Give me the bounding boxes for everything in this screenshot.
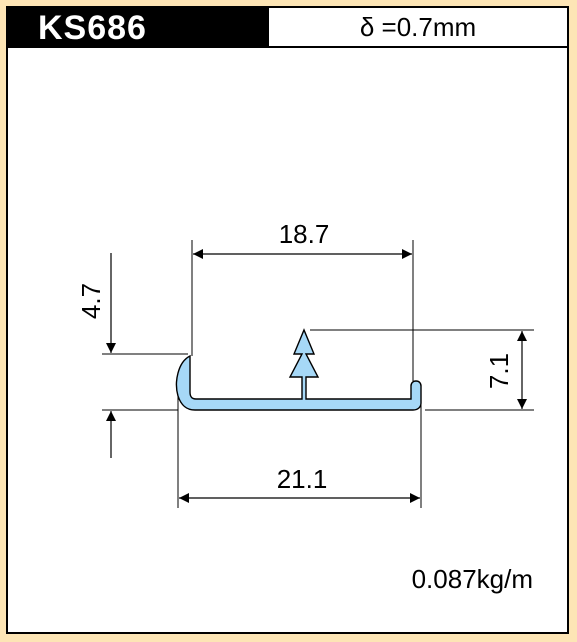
profile-code: KS686: [8, 8, 269, 48]
drawing-sheet: KS686 δ =0.7mm 0.087kg/m: [6, 6, 569, 634]
extension-lines: [102, 240, 534, 508]
total-height-label: 7.1: [484, 353, 514, 389]
outer-width-label: 21.1: [277, 464, 328, 494]
dimension-lines: [106, 249, 527, 503]
lip-height-label: 4.7: [76, 283, 106, 319]
profile-cross-section: [175, 328, 422, 411]
wall-thickness: δ =0.7mm: [269, 8, 567, 48]
weight-per-meter: 0.087kg/m: [411, 564, 533, 594]
inner-width-label: 18.7: [279, 219, 330, 249]
